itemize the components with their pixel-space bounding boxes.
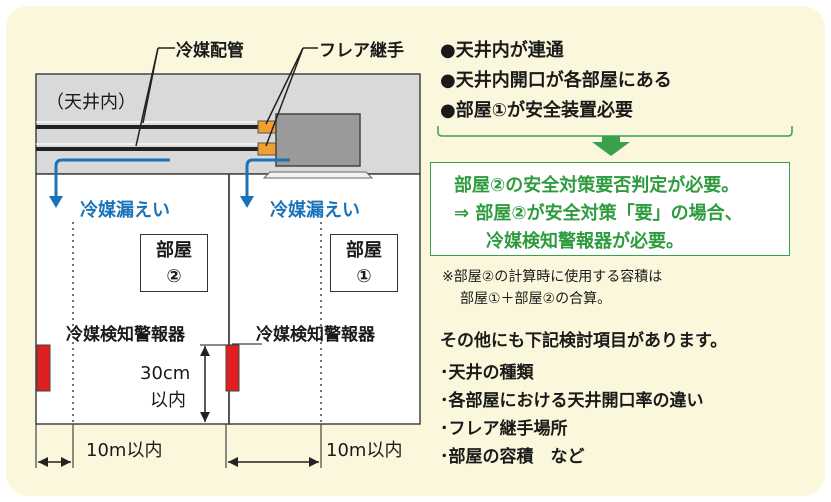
detector-label-right: 冷媒検知警報器 bbox=[256, 325, 375, 345]
detector-right bbox=[225, 344, 240, 392]
flare-label: フレア継手 bbox=[319, 41, 404, 61]
leak-arrow-right bbox=[245, 158, 290, 198]
detector-label-left: 冷媒検知警報器 bbox=[66, 325, 185, 345]
leak-label-left: 冷媒漏えい bbox=[80, 200, 170, 221]
note-line-1: ※部屋②の計算時に使用する容積は bbox=[442, 269, 663, 285]
room-2-name: 部屋 bbox=[156, 240, 192, 261]
detector-left bbox=[36, 344, 51, 392]
room-area-right bbox=[228, 173, 421, 425]
down-arrow bbox=[592, 136, 630, 156]
indoor-unit bbox=[275, 113, 361, 167]
note-line-2: 部屋①＋部屋②の合算。 bbox=[460, 291, 612, 307]
height-value: 30cm bbox=[140, 363, 191, 384]
other-item-3: ･フレア継手場所 bbox=[440, 419, 568, 439]
condition-2: ●天井内開口が各部屋にある bbox=[440, 70, 672, 91]
room-1-number: ① bbox=[356, 266, 372, 287]
leak-label-right: 冷媒漏えい bbox=[270, 200, 360, 221]
other-heading: その他にも下記検討項目があります。 bbox=[440, 331, 728, 351]
condition-3: ●部屋①が安全装置必要 bbox=[440, 100, 633, 121]
room-2-number: ② bbox=[166, 266, 182, 287]
ceiling-label: （天井内） bbox=[46, 92, 136, 113]
leak-arrow-left bbox=[54, 158, 170, 198]
result-line-1: 部屋②の安全対策要否判定が必要。 bbox=[454, 175, 740, 196]
other-item-4: ･部屋の容積 など bbox=[440, 447, 585, 467]
result-line-3: 冷媒検知警報器が必要。 bbox=[486, 231, 684, 252]
indoor-unit-panel bbox=[262, 171, 374, 179]
pipe-label: 冷媒配管 bbox=[176, 41, 244, 61]
condition-1: ●天井内が連通 bbox=[440, 40, 564, 61]
result-box bbox=[430, 162, 790, 256]
result-line-2: ⇒ 部屋②が安全対策「要」の場合、 bbox=[454, 203, 743, 224]
room-area-left bbox=[35, 173, 230, 425]
distance-label-left: 10m以内 bbox=[86, 440, 163, 461]
room-2-box: 部屋 ② bbox=[140, 234, 208, 292]
room-1-box: 部屋 ① bbox=[330, 234, 398, 292]
distance-label-right: 10m以内 bbox=[326, 440, 403, 461]
room-1-name: 部屋 bbox=[346, 240, 382, 261]
other-item-1: ･天井の種類 bbox=[440, 363, 534, 383]
height-unit: 以内 bbox=[150, 390, 186, 411]
condition-bracket bbox=[437, 126, 793, 137]
other-item-2: ･各部屋における天井開口率の違い bbox=[440, 391, 704, 411]
